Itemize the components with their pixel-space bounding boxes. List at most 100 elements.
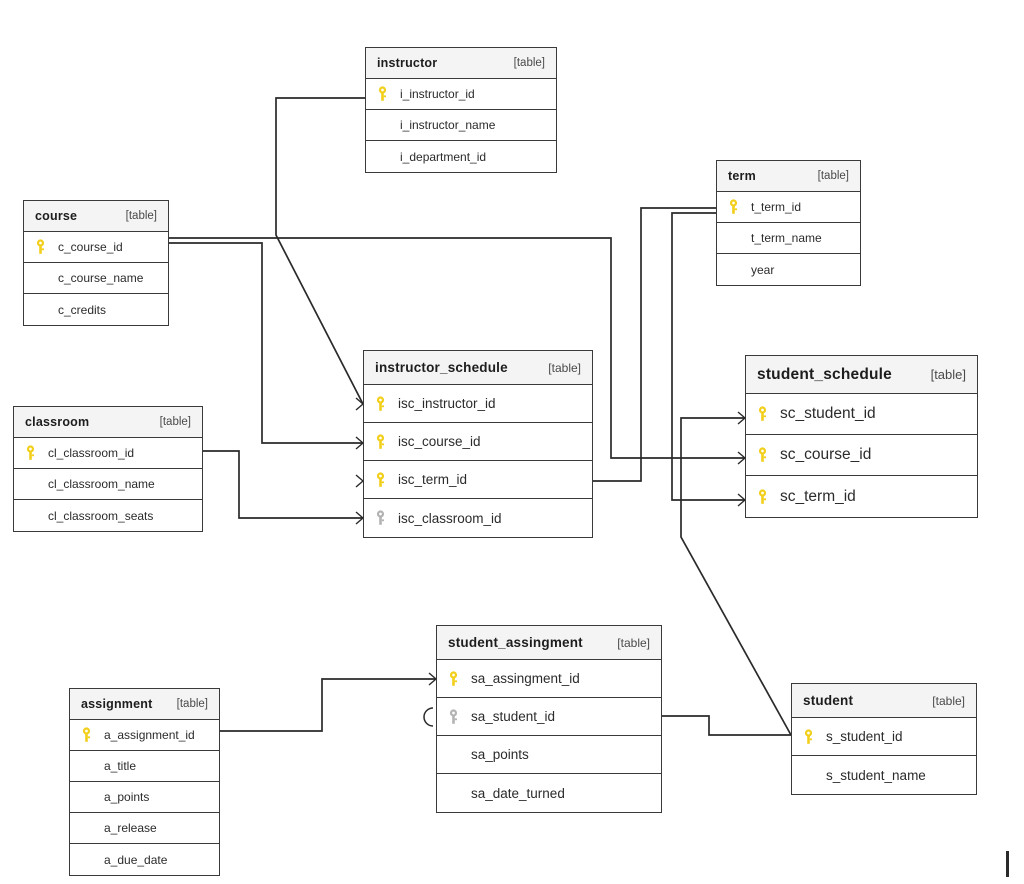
entity-title: assignment [81, 697, 153, 711]
field-label: a_assignment_id [104, 728, 195, 742]
entity-header-assignment: assignment[table] [70, 689, 219, 720]
field-row-i_instructor_name[interactable]: i_instructor_name [366, 110, 556, 141]
field-row-sa_assingment_id[interactable]: sa_assingment_id [437, 660, 661, 698]
entity-title: student_schedule [757, 365, 892, 383]
field-row-a_points[interactable]: a_points [70, 782, 219, 813]
connector-instructor-to-isc [275, 97, 365, 405]
field-row-sa_student_id[interactable]: sa_student_id [437, 698, 661, 736]
entity-header-term: term[table] [717, 161, 860, 192]
entity-header-classroom: classroom [table] [14, 407, 202, 438]
entity-header-student_assingment: student_assingment[table] [437, 626, 661, 660]
primary-key-icon [376, 86, 400, 102]
field-label: c_course_id [58, 240, 123, 254]
field-row-a_release[interactable]: a_release [70, 813, 219, 844]
entity-instructor[interactable]: instructor[table] i_instructor_id i_instru… [365, 47, 557, 173]
field-label: c_credits [58, 302, 107, 317]
field-row-i_department_id[interactable]: i_department_id [366, 141, 556, 172]
primary-key-icon [756, 406, 780, 422]
canvas-corner-mark [1006, 851, 1009, 877]
primary-key-icon [374, 395, 398, 412]
primary-key-icon [802, 728, 826, 745]
primary-key-icon [727, 199, 751, 215]
entity-type-tag: [table] [159, 416, 191, 428]
field-label: year [751, 262, 775, 277]
field-label: i_department_id [400, 149, 487, 164]
field-label: cl_classroom_seats [48, 508, 154, 523]
entity-header-student_schedule: student_schedule [table] [746, 356, 977, 394]
field-row-sc_student_id[interactable]: sc_student_id [746, 394, 977, 435]
connector-classroom-to-isc [203, 450, 363, 519]
field-row-cl_classroom_seats[interactable]: cl_classroom_seats [14, 500, 202, 531]
field-row-c_credits[interactable]: c_credits [24, 294, 168, 325]
primary-key-icon [34, 239, 58, 255]
field-row-c_course_id[interactable]: c_course_id [24, 232, 168, 263]
field-label: sc_course_id [780, 446, 872, 463]
entity-title: course [35, 209, 78, 223]
entity-type-tag: [table] [930, 367, 966, 382]
field-label: isc_term_id [398, 472, 468, 487]
field-label: sa_student_id [471, 709, 556, 724]
field-label: i_instructor_name [400, 118, 496, 132]
entity-student_schedule[interactable]: student_schedule [table] sc_student_id sc_c… [745, 355, 978, 518]
entity-instructor_schedule[interactable]: instructor_schedule [table] isc_instructor… [363, 350, 593, 538]
field-row-a_due_date[interactable]: a_due_date [70, 844, 219, 875]
entity-type-tag: [table] [513, 57, 545, 69]
field-row-i_instructor_id[interactable]: i_instructor_id [366, 79, 556, 110]
entity-type-tag: [table] [548, 360, 581, 375]
field-label: a_due_date [104, 852, 168, 867]
entity-title: student [803, 693, 854, 708]
primary-key-icon [80, 727, 104, 743]
field-label: i_instructor_id [400, 87, 475, 101]
field-label: cl_classroom_name [48, 477, 155, 491]
field-label: s_student_name [826, 767, 926, 783]
primary-key-icon [374, 471, 398, 488]
entity-title: instructor_schedule [375, 360, 508, 375]
field-row-isc_term_id[interactable]: isc_term_id [364, 461, 592, 499]
field-row-cl_classroom_name[interactable]: cl_classroom_name [14, 469, 202, 500]
field-label: cl_classroom_id [48, 446, 135, 460]
field-label: isc_instructor_id [398, 396, 496, 411]
field-row-c_course_name[interactable]: c_course_name [24, 263, 168, 294]
primary-key-icon [756, 447, 780, 463]
field-label: sc_term_id [780, 487, 856, 505]
connector-assignment-to-sa [220, 678, 436, 732]
connector-student-to-sa [662, 715, 791, 736]
field-row-sc_term_id[interactable]: sc_term_id [746, 476, 977, 517]
field-row-a_assignment_id[interactable]: a_assignment_id [70, 720, 219, 751]
primary-key-icon [24, 445, 48, 461]
entity-title: classroom [25, 415, 90, 429]
field-row-isc_classroom_id[interactable]: isc_classroom_id [364, 499, 592, 537]
entity-type-tag: [table] [617, 635, 650, 650]
field-label: sa_assingment_id [471, 671, 580, 686]
entity-student_assingment[interactable]: student_assingment[table] sa_assingment_i… [436, 625, 662, 813]
field-row-s_student_name[interactable]: s_student_name [792, 756, 976, 794]
field-row-sc_course_id[interactable]: sc_course_id [746, 435, 977, 476]
field-label: sa_date_turned [471, 785, 565, 801]
field-row-year[interactable]: year [717, 254, 860, 285]
field-row-sa_points[interactable]: sa_points [437, 736, 661, 774]
field-row-t_term_id[interactable]: t_term_id [717, 192, 860, 223]
field-row-a_title[interactable]: a_title [70, 751, 219, 782]
field-row-isc_course_id[interactable]: isc_course_id [364, 423, 592, 461]
primary-key-icon [447, 670, 471, 687]
entity-header-instructor: instructor[table] [366, 48, 556, 79]
connector-term-to-isc [593, 207, 716, 482]
field-label: sa_points [471, 747, 529, 762]
field-label: s_student_id [826, 729, 903, 744]
field-row-cl_classroom_id[interactable]: cl_classroom_id [14, 438, 202, 469]
field-row-s_student_id[interactable]: s_student_id [792, 718, 976, 756]
foreign-key-icon [447, 708, 471, 725]
field-label: t_term_name [751, 231, 822, 245]
field-row-t_term_name[interactable]: t_term_name [717, 223, 860, 254]
primary-key-icon [756, 488, 780, 505]
entity-classroom[interactable]: classroom [table] cl_classroom_id cl_classr… [13, 406, 203, 532]
field-row-isc_instructor_id[interactable]: isc_instructor_id [364, 385, 592, 423]
field-label: a_title [104, 759, 137, 773]
entity-type-tag: [table] [817, 170, 849, 182]
field-row-sa_date_turned[interactable]: sa_date_turned [437, 774, 661, 812]
